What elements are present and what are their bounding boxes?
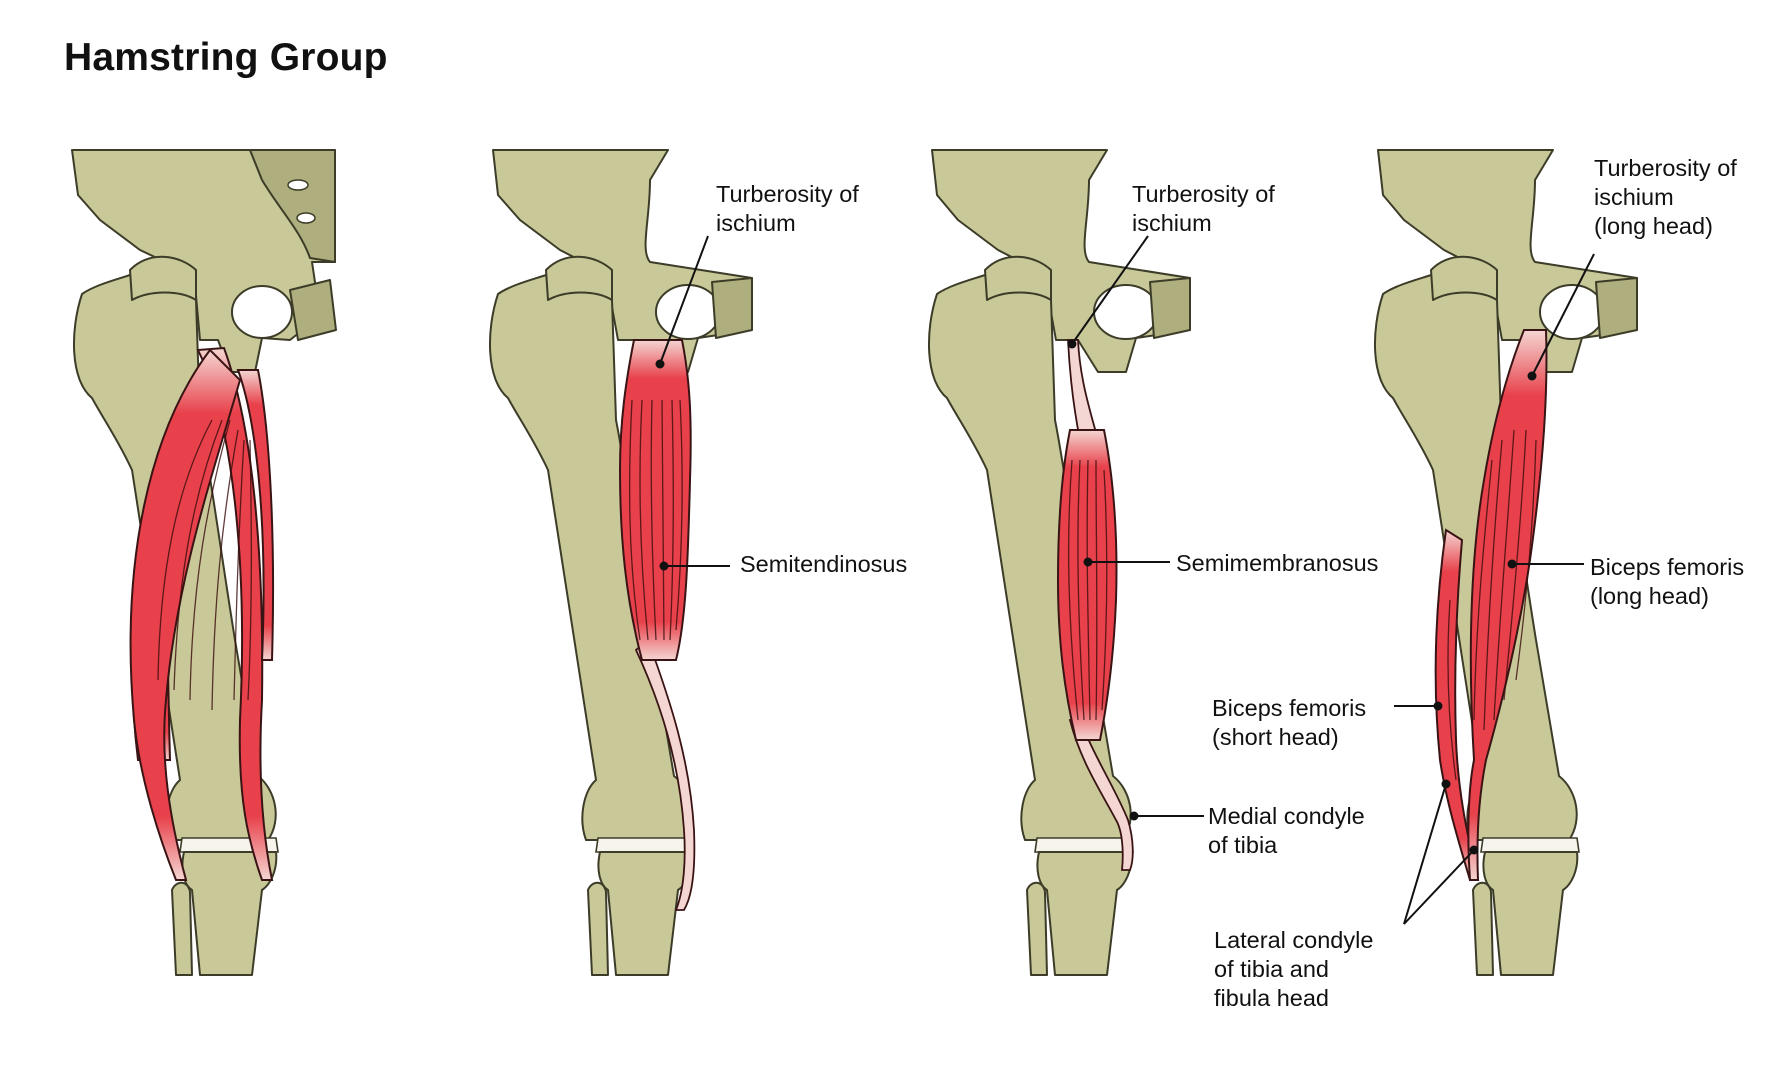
- fibula-bone: [1026, 881, 1048, 976]
- label-semitendinosus: Semitendinosus: [740, 551, 908, 577]
- leader-ischial-tuberosity: [659, 235, 709, 365]
- pointer-dot: [1507, 559, 1517, 569]
- pointer-dot: [1527, 371, 1537, 381]
- biceps-femoris-long-head: [1467, 329, 1548, 881]
- leader-ischial-tuberosity: [1071, 235, 1149, 345]
- label-lateral-condyle-and-fibula-head: Lateral condyle of tibia and fibula head: [1214, 927, 1374, 1011]
- sacral-foramen: [287, 179, 309, 191]
- muscle-fibres: [1447, 429, 1537, 781]
- semitendinosus-tendon: [634, 638, 696, 911]
- muscle-fibres: [157, 419, 252, 711]
- femur-neck: [1430, 255, 1498, 301]
- fibula-bone: [171, 881, 193, 976]
- panel-biceps-femoris: [1374, 149, 1638, 976]
- leader-fibula-head: [1403, 849, 1475, 925]
- pointer-dot: [1469, 845, 1479, 855]
- leader-ischial-tuberosity: [1531, 253, 1595, 377]
- fibula-bone: [587, 881, 609, 976]
- pubic-body: [711, 277, 753, 339]
- semimembranosus-tendon: [1068, 719, 1134, 871]
- page-title: Hamstring Group: [64, 36, 388, 79]
- femur-neck: [545, 255, 613, 301]
- semitendinosus-muscle: [618, 339, 692, 661]
- semitendinosus: [196, 346, 274, 881]
- label-biceps-femoris-short-head: Biceps femoris (short head): [1212, 695, 1367, 750]
- label-ischial-tuberosity: Turberosity of ischium: [1132, 181, 1275, 236]
- pointer-dot: [1441, 779, 1451, 789]
- tibia-bone: [1036, 851, 1133, 976]
- pointer-dot: [655, 359, 665, 369]
- leader-lateral-condyle: [1403, 783, 1447, 925]
- label-semimembranosus: Semimembranosus: [1176, 550, 1379, 576]
- obturator-foramen: [655, 284, 721, 340]
- femur-neck: [984, 255, 1052, 301]
- pubic-body: [1149, 277, 1191, 339]
- pointer-dot: [1083, 557, 1093, 567]
- pubic-body: [1595, 277, 1638, 339]
- label-ischial-tuberosity: Turberosity of ischium: [716, 181, 859, 236]
- label-ischial-tuberosity-long-head: Turberosity of ischium (long head): [1594, 155, 1737, 239]
- obturator-foramen: [1093, 284, 1159, 340]
- panel-combined: [71, 149, 337, 976]
- panel-semimembranosus: [928, 149, 1191, 976]
- muscle-fibres: [628, 399, 683, 641]
- pointer-dot: [1433, 701, 1443, 711]
- label-medial-condyle-of-tibia: Medial condyle of tibia: [1208, 803, 1365, 858]
- pointer-dot: [1067, 339, 1077, 349]
- tibia-bone: [1482, 851, 1579, 976]
- tibia-plateau: [1034, 837, 1134, 853]
- panel-semitendinosus: [489, 149, 753, 976]
- pubic-body: [289, 279, 337, 341]
- sacral-foramen: [296, 212, 316, 224]
- obturator-foramen: [1539, 284, 1605, 340]
- pointer-dot: [659, 561, 669, 571]
- biceps-femoris-long-head: [129, 348, 242, 881]
- tibia-plateau: [595, 837, 695, 853]
- leader-lines: [655, 235, 1595, 925]
- semimembranosus: [236, 369, 275, 661]
- muscle-fibres: [1067, 459, 1108, 721]
- fibula-bone: [1472, 881, 1494, 976]
- femur-neck: [129, 255, 197, 301]
- tibia-bone: [597, 851, 694, 976]
- label-biceps-femoris-long-head: Biceps femoris (long head): [1590, 554, 1745, 609]
- obturator-foramen: [231, 285, 293, 339]
- sacrum-bone: [249, 149, 336, 263]
- pointer-dot: [1129, 811, 1139, 821]
- tibia-plateau: [1480, 837, 1580, 853]
